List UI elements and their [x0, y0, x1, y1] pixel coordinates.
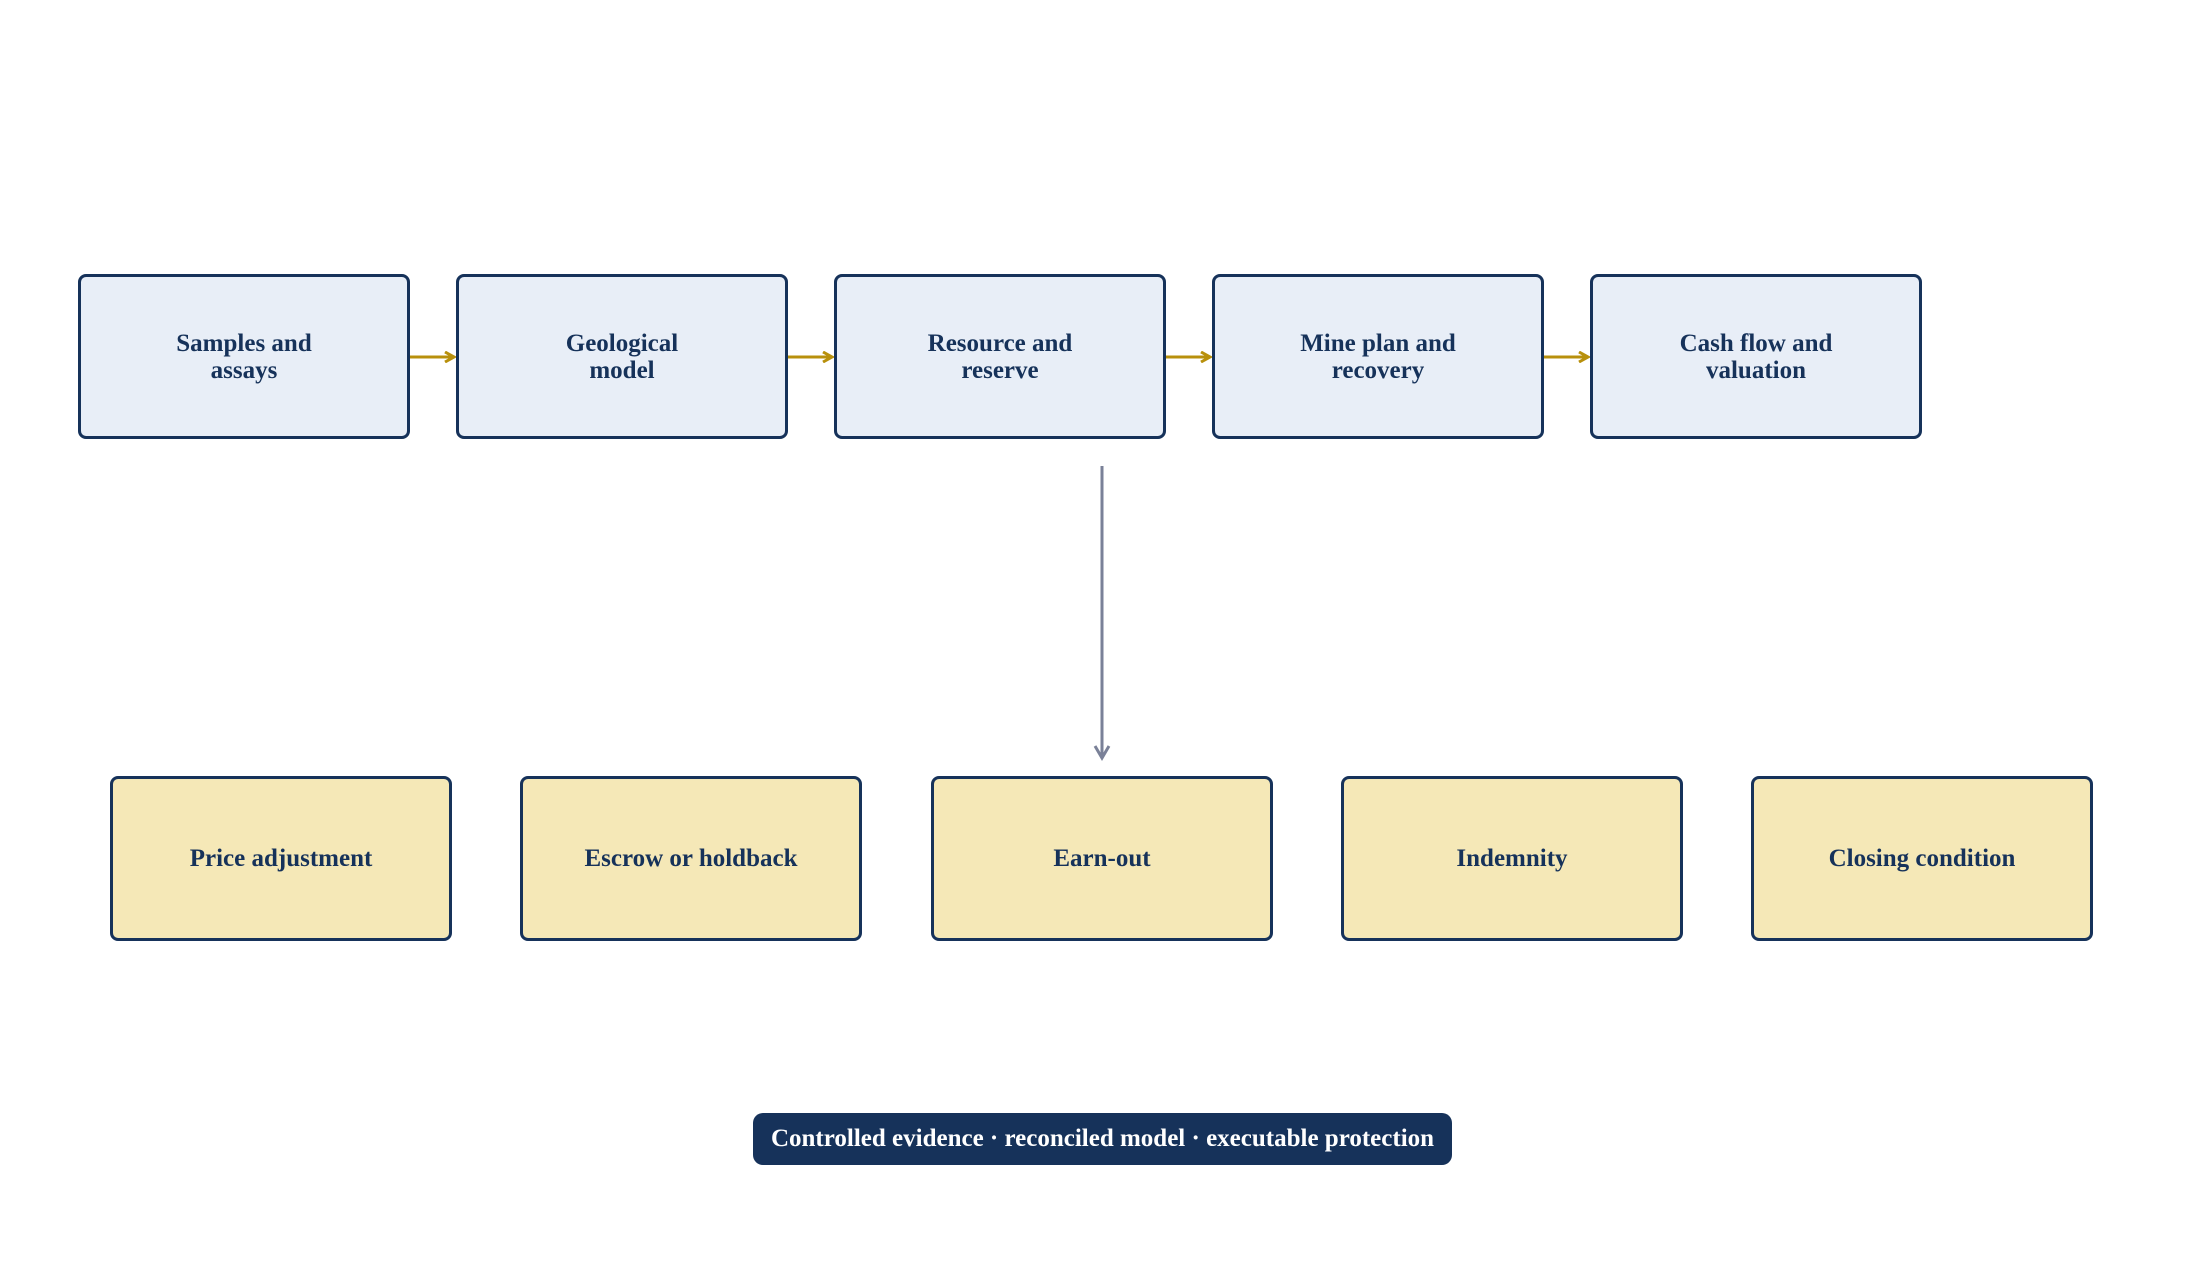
outcome-label: Escrow or holdback — [584, 845, 798, 872]
outcome-price-adjustment: Price adjustment — [110, 776, 452, 941]
outcome-label: Price adjustment — [189, 845, 373, 872]
summary-banner: Controlled evidence · reconciled model ·… — [753, 1113, 1452, 1165]
outcome-closing-condition: Closing condition — [1751, 776, 2093, 941]
stage-label: Resource and reserve — [927, 329, 1073, 384]
stage-cash-flow-and-valuation: Cash flow and valuation — [1590, 274, 1922, 439]
stage-label: Samples and assays — [176, 329, 312, 384]
stage-label: Mine plan and recovery — [1300, 329, 1456, 384]
outcome-label: Closing condition — [1828, 845, 2016, 872]
outcome-earn-out: Earn-out — [931, 776, 1273, 941]
summary-banner-text: Controlled evidence · reconciled model ·… — [770, 1125, 1435, 1152]
stage-label: Geological model — [565, 329, 679, 384]
stage-label: Cash flow and valuation — [1679, 329, 1833, 384]
stage-geological-model: Geological model — [456, 274, 788, 439]
stage-resource-and-reserve: Resource and reserve — [834, 274, 1166, 439]
outcome-indemnity: Indemnity — [1341, 776, 1683, 941]
outcome-label: Earn-out — [1053, 845, 1151, 872]
outcome-escrow-or-holdback: Escrow or holdback — [520, 776, 862, 941]
stage-mine-plan-and-recovery: Mine plan and recovery — [1212, 274, 1544, 439]
stage-samples-and-assays: Samples and assays — [78, 274, 410, 439]
outcome-label: Indemnity — [1456, 845, 1568, 872]
down-arrow-head — [1093, 745, 1111, 761]
